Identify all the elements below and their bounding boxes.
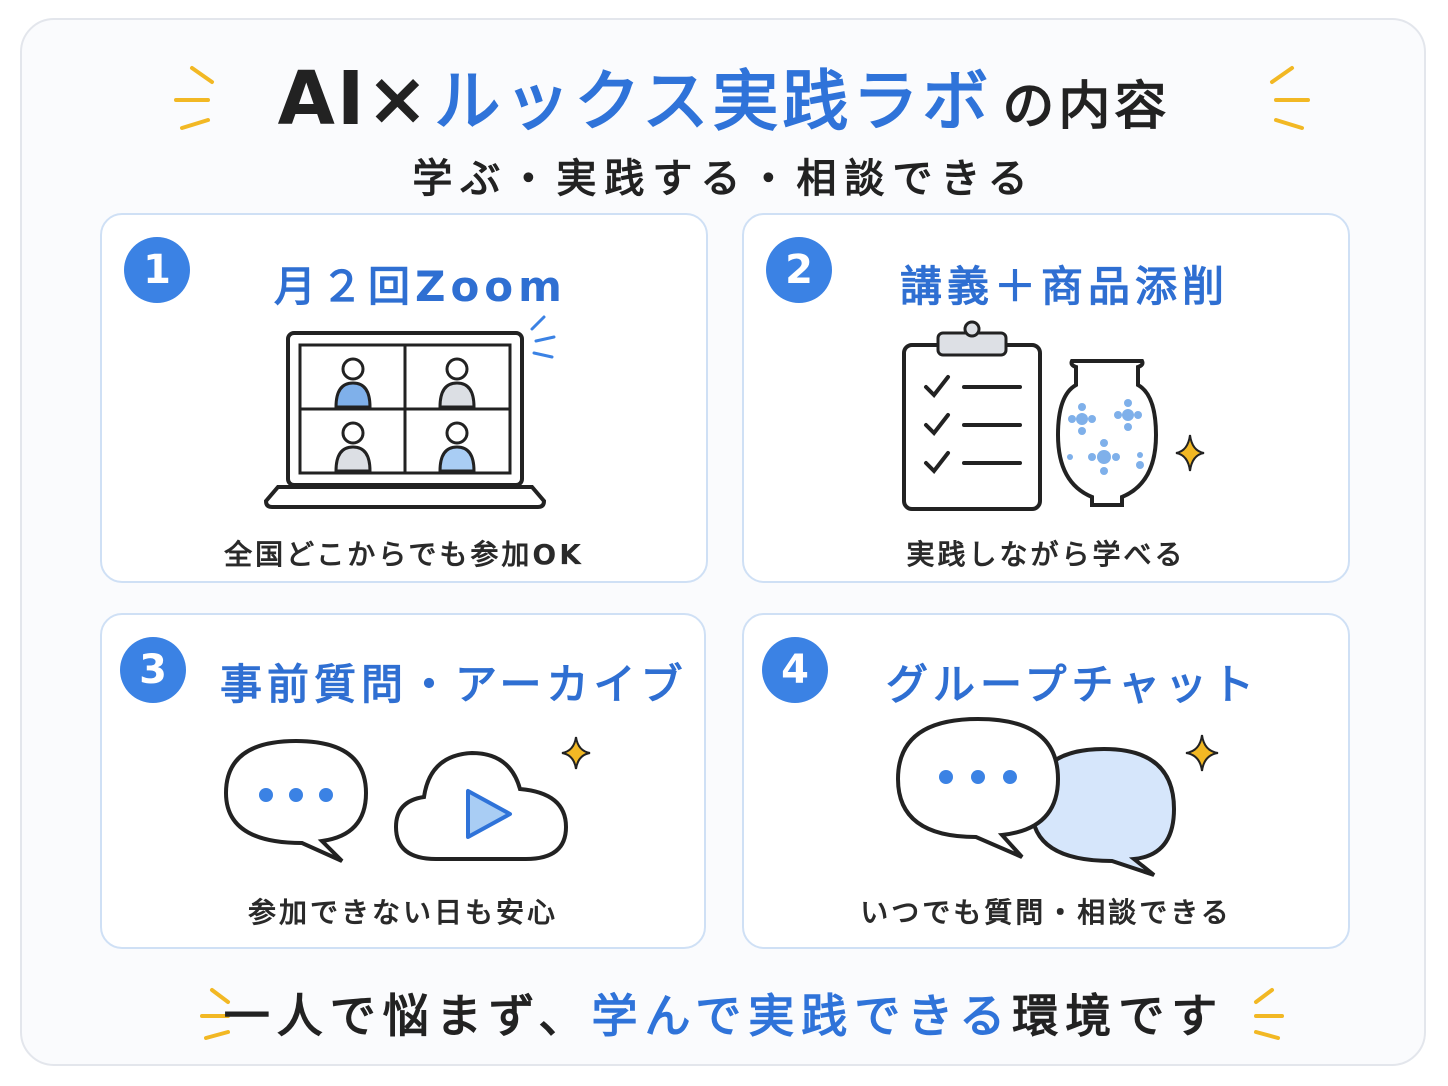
left-burst-icon <box>174 66 214 130</box>
card-caption: 参加できない日も安心 <box>247 896 558 929</box>
card-questions-archive: 3 事前質問・アーカイブ 参加できない日も安心 <box>100 613 706 949</box>
page-title: AI× ルックス実践ラボ の内容 <box>0 48 1448 142</box>
footer-part-1: 一人で悩まず、 <box>223 989 592 1043</box>
right-burst-icon <box>1270 66 1310 130</box>
card-group-chat: 4 グループチャット いつでも質問・相談できる <box>742 613 1350 949</box>
card-title: 事前質問・アーカイブ <box>220 660 688 709</box>
card-caption: いつでも質問・相談できる <box>860 896 1232 929</box>
card-number-badge: 1 <box>124 237 190 303</box>
card-number-badge: 4 <box>762 637 828 703</box>
card-zoom: 1 月２回Zoom 全国どこからでも参加OK <box>100 213 708 583</box>
footer-left-burst-icon <box>200 988 230 1040</box>
footer-message: 一人で悩まず、学んで実践できる環境です <box>0 980 1448 1046</box>
card-lecture-review: 2 講義＋商品添削 実践しながら学べる <box>742 213 1350 583</box>
chat-cloud-play-icon <box>223 736 591 863</box>
title-part-ai: AI× <box>277 56 431 142</box>
clipboard-checklist-vase-icon <box>902 320 1205 511</box>
card-title: 月２回Zoom <box>274 262 567 311</box>
footer-right-burst-icon <box>1254 988 1284 1040</box>
card-title: 講義＋商品添削 <box>900 262 1230 311</box>
title-part-lab: ルックス実践ラボ <box>434 63 993 140</box>
title-part-content: の内容 <box>1002 77 1171 137</box>
chat-bubbles-icon <box>895 716 1219 877</box>
page-subtitle: 学ぶ・実践する・相談できる <box>412 156 1036 202</box>
card-caption: 全国どこからでも参加OK <box>224 538 584 571</box>
footer-part-accent: 学んで実践できる <box>591 989 1013 1043</box>
card-title: グループチャット <box>886 660 1260 709</box>
footer-part-3: 環境です <box>1012 989 1225 1043</box>
card-number-badge: 2 <box>766 237 832 303</box>
laptop-video-call-icon <box>263 315 556 509</box>
card-number-badge: 3 <box>120 637 186 703</box>
card-caption: 実践しながら学べる <box>906 538 1186 571</box>
